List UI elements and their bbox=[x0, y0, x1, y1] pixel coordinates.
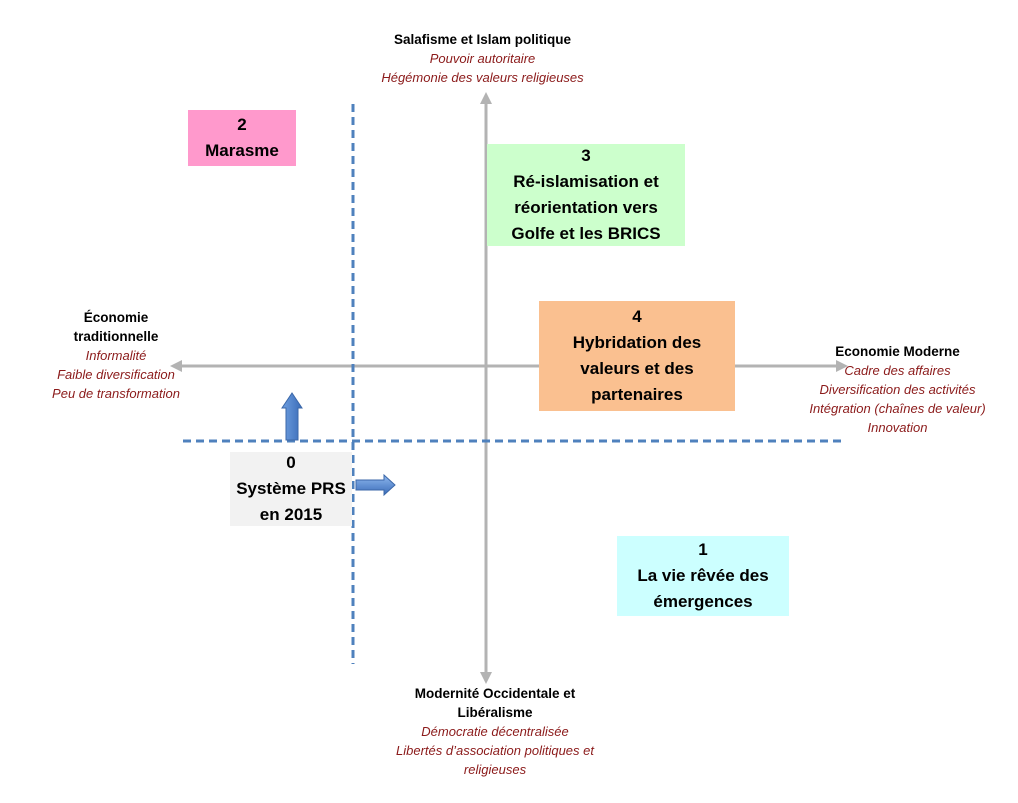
scenario-number: 4 bbox=[632, 307, 642, 326]
scenario-label: réorientation vers bbox=[514, 198, 658, 217]
axis-right-item: Innovation bbox=[867, 420, 928, 435]
scenario-box-3: 3 Ré-islamisation et réorientation vers … bbox=[487, 144, 685, 246]
axis-left-title: traditionnelle bbox=[73, 329, 159, 344]
scenario-label: La vie rêvée des bbox=[637, 566, 769, 585]
axis-right-item: Diversification des activités bbox=[819, 382, 976, 397]
axis-top-item: Hégémonie des valeurs religieuses bbox=[381, 70, 584, 85]
axis-top-item: Pouvoir autoritaire bbox=[429, 51, 536, 66]
scenario-label: Système PRS bbox=[236, 479, 346, 498]
up-arrow-icon bbox=[281, 392, 303, 441]
scenario-label: Ré-islamisation et bbox=[513, 172, 659, 191]
axis-left-item: Informalité bbox=[85, 348, 147, 363]
scenario-label: partenaires bbox=[591, 385, 683, 404]
axis-bottom-item: religieuses bbox=[463, 762, 527, 777]
scenario-box-4: 4 Hybridation des valeurs et des partena… bbox=[539, 301, 735, 411]
scenario-box-2: 2 Marasme bbox=[188, 110, 296, 166]
scenario-label: valeurs et des bbox=[580, 359, 694, 378]
scenario-number: 2 bbox=[237, 115, 247, 134]
horizontal-axis bbox=[170, 360, 848, 372]
scenario-label: en 2015 bbox=[259, 505, 323, 524]
scenario-label: Hybridation des bbox=[572, 333, 702, 352]
axis-bottom-item: Libertés d’association politiques et bbox=[395, 743, 594, 758]
axis-left-title: Économie bbox=[83, 310, 149, 325]
axis-right-title: Economie Moderne bbox=[835, 344, 960, 359]
scenario-label: Marasme bbox=[205, 141, 279, 160]
right-arrow-icon bbox=[355, 473, 396, 497]
scenario-number: 1 bbox=[698, 540, 708, 559]
axis-left-item: Faible diversification bbox=[57, 367, 175, 382]
scenario-box-1: 1 La vie rêvée des émergences bbox=[617, 536, 789, 616]
scenario-label: émergences bbox=[653, 592, 753, 611]
scenario-box-0: 0 Système PRS en 2015 bbox=[230, 452, 352, 526]
axis-label-bottom: Modernité Occidentale et Libéralisme Dém… bbox=[365, 684, 625, 779]
axis-right-item: Intégration (chaînes de valeur) bbox=[809, 401, 986, 416]
axis-right-item: Cadre des affaires bbox=[844, 363, 951, 378]
axis-label-right: Economie Moderne Cadre des affaires Dive… bbox=[790, 342, 1005, 437]
axis-left-item: Peu de transformation bbox=[52, 386, 180, 401]
axis-bottom-title: Modernité Occidentale et bbox=[414, 686, 576, 701]
axis-bottom-item: Démocratie décentralisée bbox=[421, 724, 569, 739]
scenario-number: 0 bbox=[286, 453, 296, 472]
axis-top-title: Salafisme et Islam politique bbox=[393, 32, 572, 47]
scenario-label: Golfe et les BRICS bbox=[511, 224, 661, 243]
axis-bottom-title: Libéralisme bbox=[457, 705, 533, 720]
axis-label-left: Économie traditionnelle Informalité Faib… bbox=[30, 308, 202, 403]
scenario-number: 3 bbox=[581, 146, 591, 165]
axis-label-top: Salafisme et Islam politique Pouvoir aut… bbox=[355, 30, 610, 87]
vertical-axis bbox=[480, 92, 492, 684]
